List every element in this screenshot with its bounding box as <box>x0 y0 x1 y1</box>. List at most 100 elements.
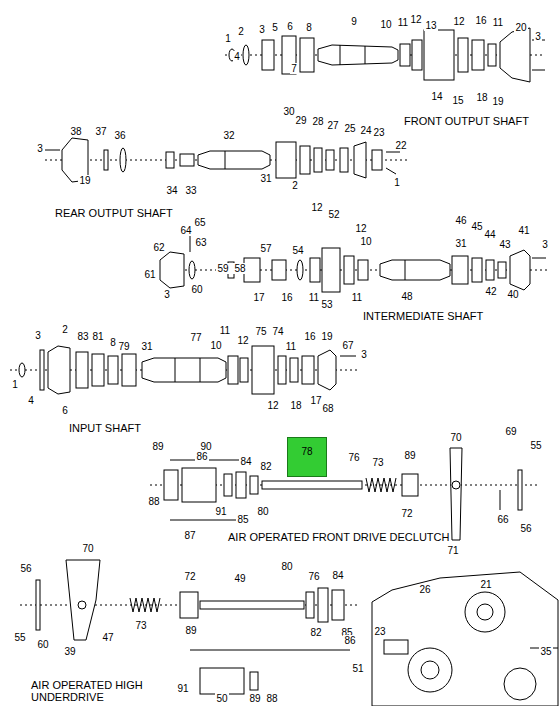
callout-number: 3 <box>163 289 171 300</box>
callout-number: 84 <box>331 570 344 581</box>
callout-number: 18 <box>475 92 488 103</box>
callout-number: 23 <box>373 626 386 637</box>
callout-number: 12 <box>310 202 323 213</box>
callout-number: 16 <box>280 292 293 303</box>
callout-number: 79 <box>117 341 130 352</box>
callout-number: 6 <box>286 21 294 32</box>
callout-number: 61 <box>143 269 156 280</box>
callout-number: 27 <box>326 120 339 131</box>
callout-number: 91 <box>176 683 189 694</box>
callout-number: 3 <box>360 349 368 360</box>
callout-number: 12 <box>236 335 249 346</box>
section-title: REAR OUTPUT SHAFT <box>54 207 174 219</box>
callout-number: 36 <box>113 130 126 141</box>
callout-number: 11 <box>308 292 320 303</box>
callout-number: 2 <box>291 180 299 191</box>
callout-number: 60 <box>36 639 49 650</box>
callout-number: 56 <box>19 563 32 574</box>
callout-number: 50 <box>215 693 228 704</box>
transfer-case-housing <box>372 572 558 706</box>
callout-number: 8 <box>109 337 117 348</box>
callout-number: 8 <box>305 22 313 33</box>
callout-number: 82 <box>259 461 272 472</box>
section-title: INTERMEDIATE SHAFT <box>362 310 484 322</box>
callout-number: 44 <box>483 229 496 240</box>
callout-number: 4 <box>233 51 241 62</box>
highlight-box: 78 <box>287 437 327 477</box>
callout-number: 24 <box>359 125 372 136</box>
callout-number: 54 <box>291 245 304 256</box>
callout-number: 46 <box>454 215 467 226</box>
callout-number: 85 <box>236 514 249 525</box>
callout-number: 89 <box>403 450 416 461</box>
callout-number: 11 <box>351 292 363 303</box>
callout-number: 9 <box>350 16 358 27</box>
callout-number: 47 <box>101 632 114 643</box>
callout-number: 73 <box>371 457 384 468</box>
callout-number: 19 <box>491 96 504 107</box>
callout-number: 86 <box>343 635 356 646</box>
callout-number: 88 <box>265 693 278 704</box>
callout-number: 31 <box>454 238 467 249</box>
callout-number: 5 <box>271 22 279 33</box>
callout-number: 48 <box>400 291 413 302</box>
callout-number: 57 <box>259 243 272 254</box>
section-title: AIR OPERATED HIGH UNDERDRIVE <box>30 679 147 703</box>
callout-number: 84 <box>239 456 252 467</box>
callout-number: 75 <box>254 326 267 337</box>
front-drive-declutch <box>150 448 540 540</box>
callout-number: 3 <box>34 330 42 341</box>
callout-number: 82 <box>309 627 322 638</box>
callout-number: 80 <box>256 506 269 517</box>
callout-number: 40 <box>506 289 519 300</box>
callout-number: 17 <box>252 292 265 303</box>
callout-number: 76 <box>347 452 360 463</box>
callout-number: 38 <box>69 126 82 137</box>
callout-number: 66 <box>496 514 509 525</box>
callout-number: 69 <box>504 426 517 437</box>
callout-number: 22 <box>394 140 407 151</box>
callout-number: 10 <box>359 236 372 247</box>
callout-number: 45 <box>470 221 483 232</box>
callout-number: 7 <box>290 63 298 74</box>
callout-number: 11 <box>285 341 297 352</box>
callout-number: 18 <box>289 400 302 411</box>
callout-number: 55 <box>529 440 542 451</box>
callout-number: 4 <box>27 395 35 406</box>
callout-number: 16 <box>303 331 316 342</box>
callout-number: 2 <box>237 26 245 37</box>
callout-number: 70 <box>81 543 94 554</box>
callout-number: 3 <box>541 239 549 250</box>
callout-number: 64 <box>179 225 192 236</box>
section-title: FRONT OUTPUT SHAFT <box>403 115 530 127</box>
callout-number: 31 <box>140 341 153 352</box>
callout-number: 26 <box>418 584 431 595</box>
callout-number: 77 <box>189 332 202 343</box>
callout-number: 49 <box>233 573 246 584</box>
callout-number: 62 <box>152 242 165 253</box>
intermediate-shaft <box>150 232 550 292</box>
callout-number: 23 <box>372 127 385 138</box>
section-title: AIR OPERATED FRONT DRIVE DECLUTCH <box>227 531 450 543</box>
callout-number: 16 <box>474 15 487 26</box>
callout-number: 91 <box>214 506 227 517</box>
section-title: INPUT SHAFT <box>68 422 142 434</box>
callout-number: 2 <box>61 324 69 335</box>
callout-number: 52 <box>327 209 340 220</box>
callout-number: 80 <box>280 561 293 572</box>
callout-number: 58 <box>233 263 246 274</box>
callout-number: 72 <box>183 571 196 582</box>
callout-number: 33 <box>184 185 197 196</box>
callout-number: 10 <box>209 340 222 351</box>
callout-number: 21 <box>479 579 492 590</box>
callout-number: 32 <box>222 130 235 141</box>
callout-number: 73 <box>134 620 147 631</box>
callout-number: 6 <box>61 405 69 416</box>
callout-number: 34 <box>165 185 178 196</box>
callout-number: 12 <box>409 14 422 25</box>
callout-number: 10 <box>379 19 392 30</box>
callout-number: 43 <box>498 239 511 250</box>
callout-number: 74 <box>271 326 284 337</box>
callout-number: 87 <box>183 530 196 541</box>
